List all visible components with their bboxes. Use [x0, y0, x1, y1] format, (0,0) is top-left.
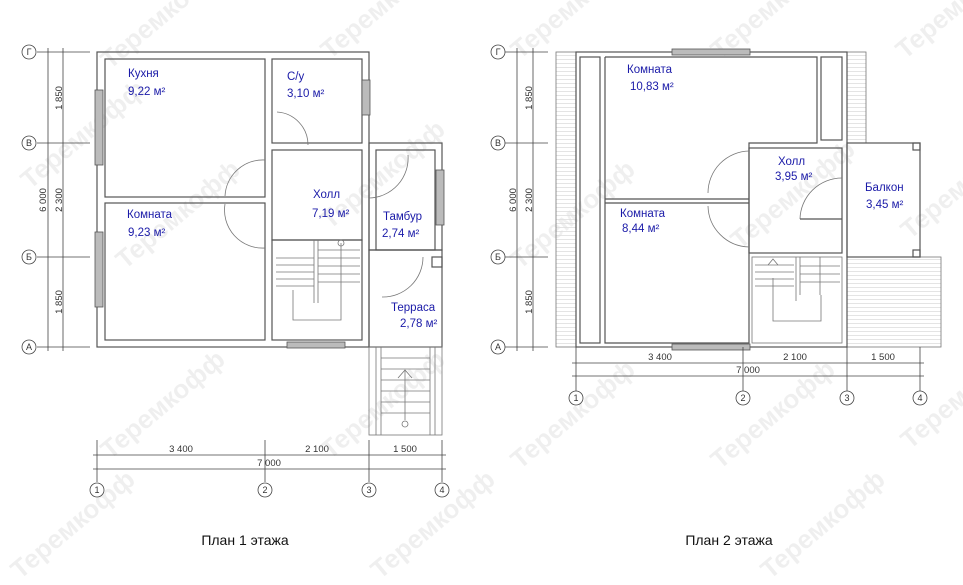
door	[368, 154, 409, 199]
svg-text:3: 3	[366, 485, 371, 495]
svg-text:3 400: 3 400	[648, 352, 672, 363]
svg-text:2 300: 2 300	[54, 188, 65, 212]
svg-text:1: 1	[573, 393, 578, 403]
svg-text:С/у: С/у	[287, 71, 305, 83]
window	[671, 48, 751, 56]
svg-text:1: 1	[94, 485, 99, 495]
door	[224, 159, 266, 197]
door	[707, 150, 750, 194]
window	[361, 79, 371, 116]
door	[381, 256, 424, 298]
svg-text:2: 2	[740, 393, 745, 403]
svg-text:3,10 м²: 3,10 м²	[287, 88, 324, 100]
svg-text:Теремкофф: Теремкофф	[705, 354, 841, 475]
svg-text:2 100: 2 100	[305, 444, 329, 455]
svg-text:4: 4	[917, 393, 922, 403]
svg-text:Холл: Холл	[313, 189, 340, 201]
svg-text:Теремкофф: Теремкофф	[755, 464, 891, 585]
window	[286, 341, 346, 349]
svg-text:Холл: Холл	[778, 156, 805, 168]
window	[94, 89, 104, 166]
svg-text:10,83 м²: 10,83 м²	[630, 81, 674, 93]
column-axes: 3 400 2 100 1 500 7 000 1 2 3 4	[568, 347, 928, 406]
svg-text:1 500: 1 500	[871, 352, 895, 363]
svg-text:Г: Г	[27, 47, 32, 57]
column-axes: 3 400 2 100 1 500 7 000 1 2 3 4	[89, 440, 450, 498]
svg-text:7 000: 7 000	[257, 458, 281, 469]
svg-text:Б: Б	[495, 252, 501, 262]
svg-text:7,19 м²: 7,19 м²	[312, 208, 349, 220]
svg-text:Теремкофф: Теремкофф	[505, 354, 641, 475]
window	[671, 343, 751, 351]
svg-text:Балкон: Балкон	[865, 182, 904, 194]
row-axes: Г В Б А 1 850 2 300 1 850 6 000	[21, 44, 90, 355]
terrace-stairs	[368, 346, 443, 436]
staircase	[751, 256, 843, 344]
staircase	[276, 239, 360, 321]
svg-text:4: 4	[439, 485, 444, 495]
svg-text:2 300: 2 300	[524, 188, 535, 212]
svg-text:8,44 м²: 8,44 м²	[622, 223, 659, 235]
svg-text:9,22 м²: 9,22 м²	[128, 86, 165, 98]
svg-text:2,78 м²: 2,78 м²	[400, 318, 437, 330]
svg-text:1 850: 1 850	[524, 86, 535, 110]
svg-text:2 100: 2 100	[783, 352, 807, 363]
svg-text:Комната: Комната	[620, 208, 666, 220]
svg-text:3: 3	[844, 393, 849, 403]
svg-text:1 850: 1 850	[54, 290, 65, 314]
svg-text:Теремкофф: Теремкофф	[365, 464, 501, 585]
svg-text:А: А	[495, 342, 501, 352]
plan-1-caption: План 1 этажа	[201, 532, 289, 548]
svg-text:2: 2	[262, 485, 267, 495]
svg-text:Комната: Комната	[627, 64, 673, 76]
svg-text:Кухня: Кухня	[128, 68, 159, 80]
plan-2-caption: План 2 этажа	[685, 532, 773, 548]
svg-text:Б: Б	[26, 252, 32, 262]
row-axes: Г В Б А 1 850 2 300 1 850 6 000	[490, 44, 548, 355]
svg-text:3 400: 3 400	[169, 444, 193, 455]
svg-text:Теремкофф: Теремкофф	[890, 0, 963, 65]
svg-text:9,23 м²: 9,23 м²	[128, 227, 165, 239]
walls	[555, 48, 942, 351]
svg-text:3,45 м²: 3,45 м²	[866, 199, 903, 211]
svg-text:7 000: 7 000	[736, 365, 760, 376]
svg-text:6 000: 6 000	[38, 188, 49, 212]
window	[94, 231, 104, 308]
plan-1: Г В Б А 1 850 2 300 1 850 6 000	[21, 44, 450, 548]
svg-text:Теремкофф: Теремкофф	[895, 334, 963, 455]
svg-text:Терраса: Терраса	[391, 302, 436, 314]
svg-text:Теремкофф: Теремкофф	[5, 464, 141, 585]
svg-text:А: А	[26, 342, 32, 352]
door	[224, 203, 266, 249]
svg-text:1 850: 1 850	[524, 290, 535, 314]
svg-text:1 850: 1 850	[54, 86, 65, 110]
svg-text:1 500: 1 500	[393, 444, 417, 455]
svg-text:Теремкофф: Теремкофф	[725, 134, 861, 255]
door	[276, 111, 309, 146]
svg-text:2,74 м²: 2,74 м²	[382, 228, 419, 240]
window	[435, 169, 445, 226]
svg-text:Теремкофф: Теремкофф	[95, 344, 231, 465]
room-labels: Комната 10,83 м² Холл 3,95 м² Комната 8,…	[620, 64, 904, 235]
svg-text:Тамбур: Тамбур	[383, 211, 422, 223]
svg-text:Теремкофф: Теремкофф	[315, 0, 451, 65]
svg-text:Теремкофф: Теремкофф	[895, 124, 963, 245]
door	[799, 177, 843, 220]
svg-text:В: В	[26, 138, 32, 148]
room-labels: Кухня 9,22 м² С/у 3,10 м² Холл 7,19 м² К…	[127, 68, 437, 330]
svg-text:Г: Г	[496, 47, 501, 57]
svg-text:В: В	[495, 138, 501, 148]
svg-text:Теремкофф: Теремкофф	[95, 0, 231, 75]
svg-text:3,95 м²: 3,95 м²	[775, 171, 812, 183]
door	[707, 205, 750, 248]
plan-2: Г В Б А 1 850 2 300 1 850 6 000	[490, 44, 942, 548]
walls	[94, 51, 445, 436]
svg-text:6 000: 6 000	[508, 188, 519, 212]
svg-text:Комната: Комната	[127, 209, 173, 221]
